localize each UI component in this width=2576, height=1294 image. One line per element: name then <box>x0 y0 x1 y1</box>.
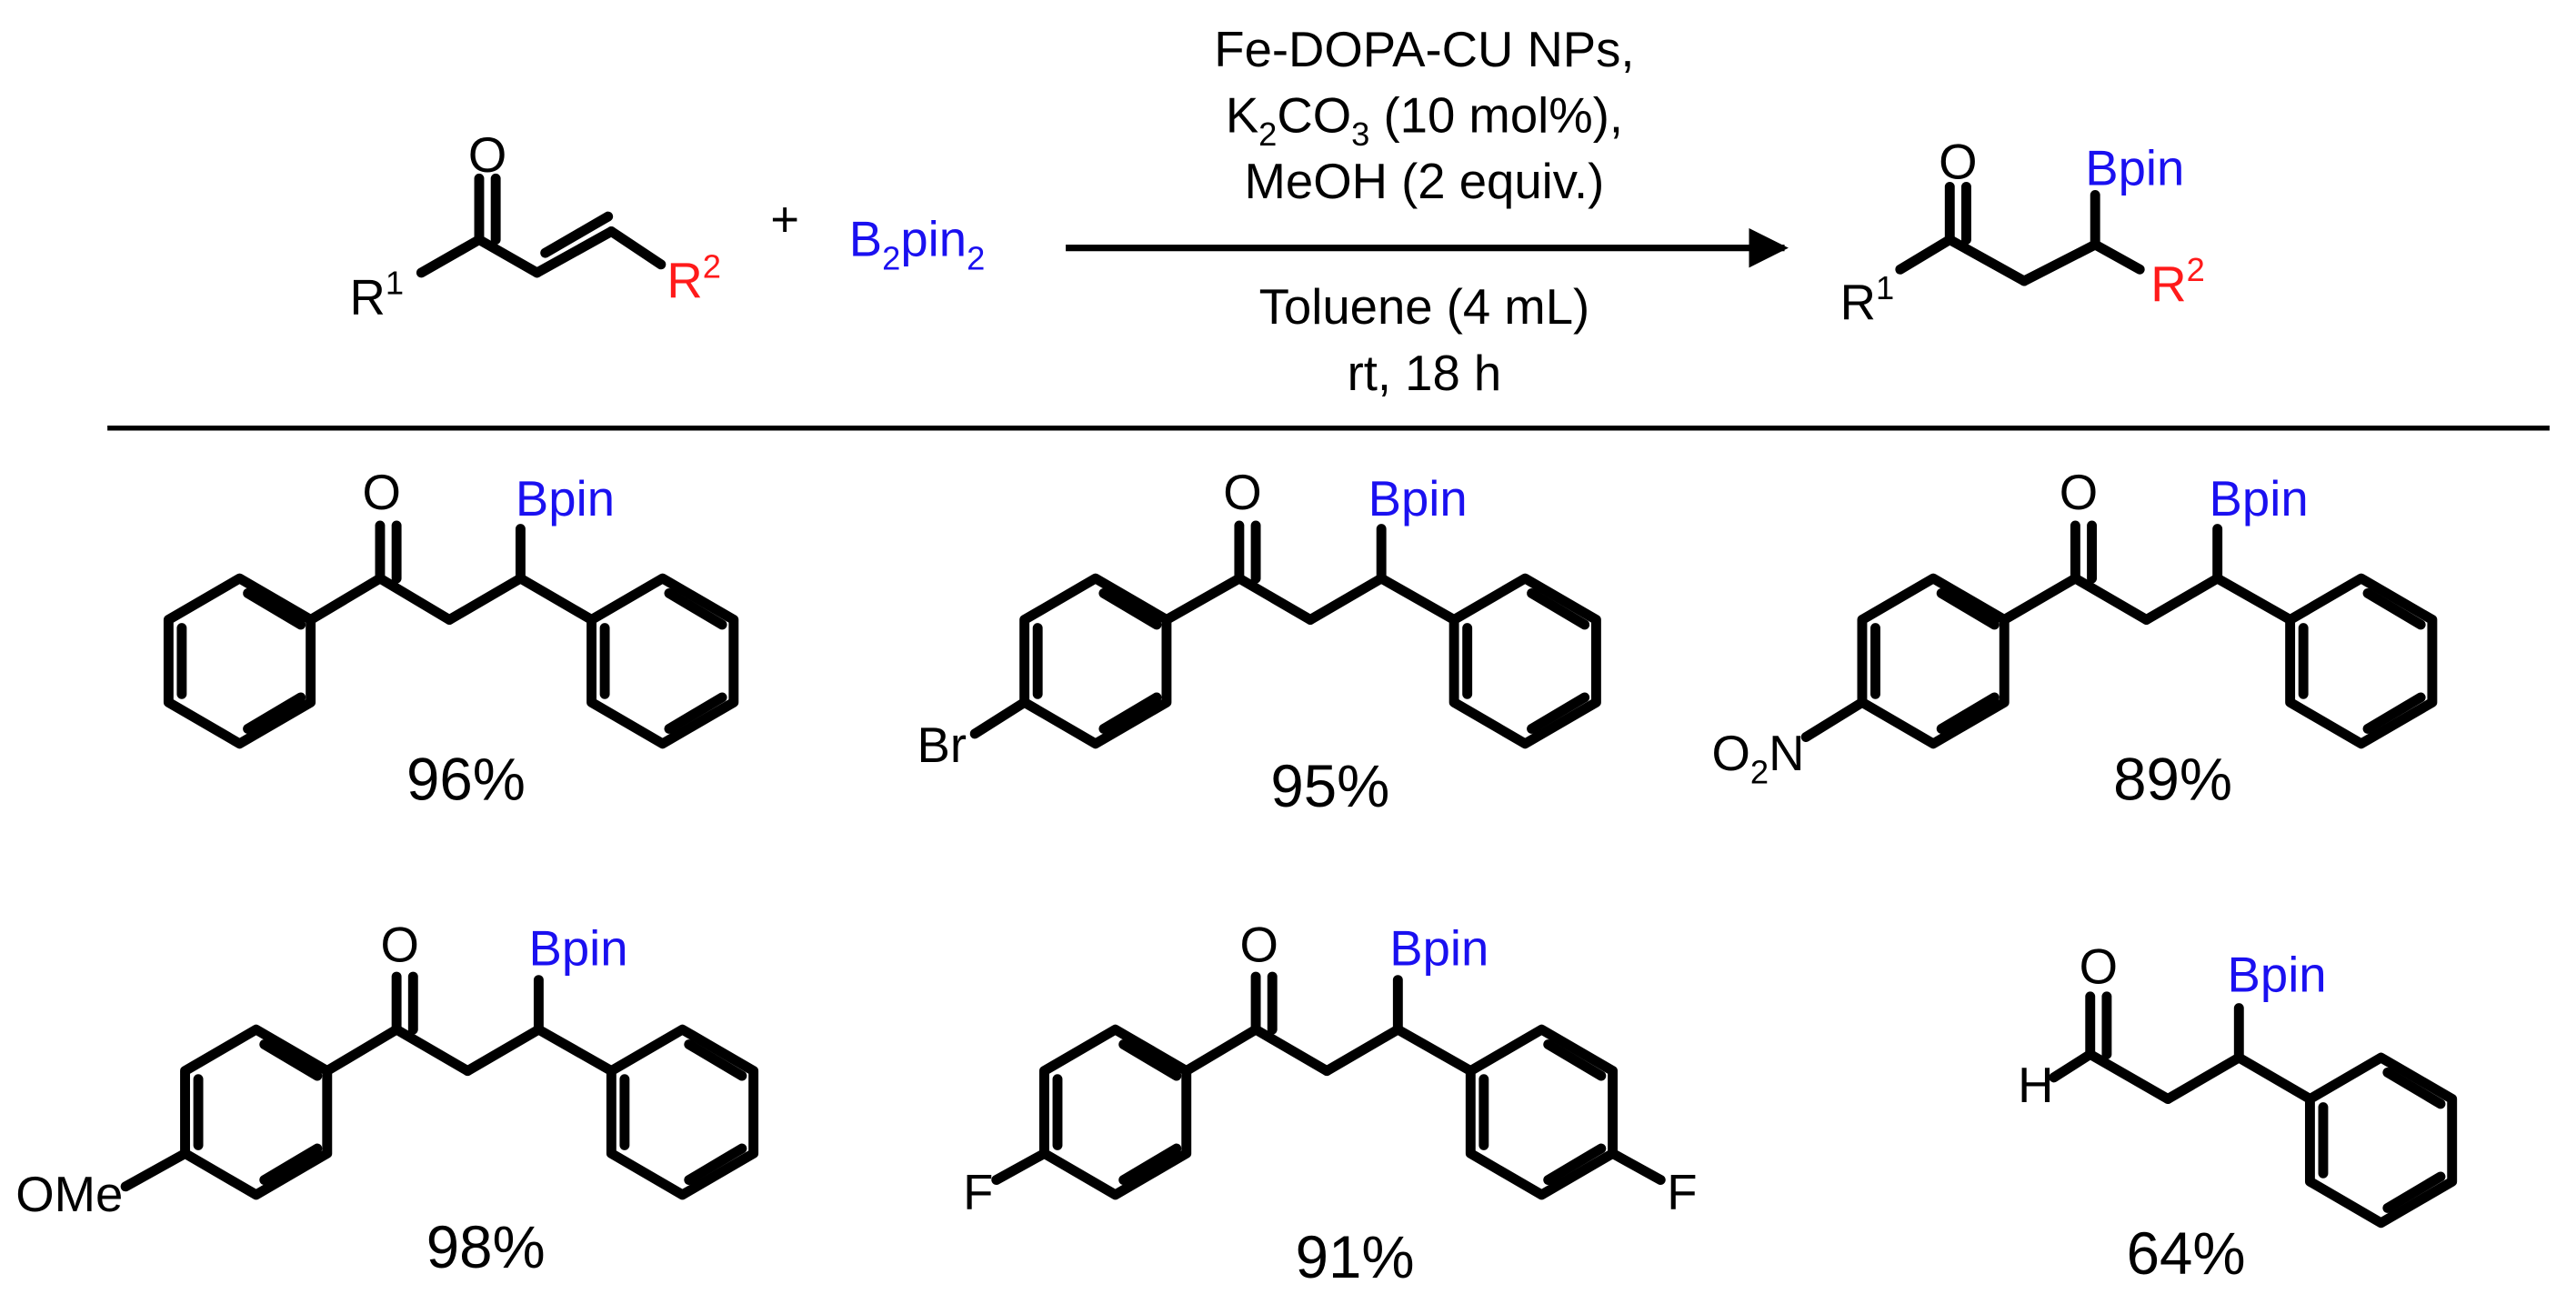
reactant-r1: R1 <box>350 265 405 326</box>
compound-6-yield: 64% <box>2127 1220 2246 1287</box>
compound-5-yield: 91% <box>1296 1224 1415 1290</box>
product-oxygen: O <box>1939 134 1977 189</box>
compound-4-bpin: Bpin <box>528 920 627 976</box>
compound-5-oxygen: O <box>1239 918 1278 973</box>
condition-base: K2CO3 (10 mol%), <box>1226 87 1623 153</box>
product-bpin: Bpin <box>2085 141 2184 196</box>
compound-4: O Bpin OMe 98% <box>15 918 759 1280</box>
compound-2-bromo: Br <box>917 717 967 773</box>
compound-4-methoxy: OMe <box>15 1167 123 1222</box>
compound-6-bpin: Bpin <box>2228 947 2327 1002</box>
product-r1: R1 <box>1840 269 1895 330</box>
general-product: O Bpin R1 R2 <box>1840 134 2205 329</box>
compound-3: O Bpin O2N 89% <box>1711 465 2438 813</box>
compound-2-oxygen: O <box>1223 465 1261 520</box>
compound-5-fluoro-right: F <box>1667 1165 1697 1220</box>
reactant-enone: O R1 R2 <box>350 127 721 325</box>
plus-sign: + <box>770 192 799 247</box>
compound-1: O Bpin 96% <box>163 465 739 813</box>
condition-catalyst: Fe-DOPA-CU NPs, <box>1214 22 1634 77</box>
compound-3-nitro: O2N <box>1711 726 1804 791</box>
compound-5: O Bpin F F 91% <box>963 918 1697 1290</box>
general-scheme: O R1 R2 + B2pin2 Fe-DOPA-CU NPs, K2CO3 (… <box>350 22 2205 401</box>
compound-2-yield: 95% <box>1270 753 1389 819</box>
condition-additive: MeOH (2 equiv.) <box>1245 154 1605 209</box>
compound-2-bpin: Bpin <box>1368 471 1468 527</box>
compound-4-yield: 98% <box>426 1214 546 1280</box>
compound-6: O Bpin H 64% <box>2018 938 2458 1287</box>
compound-1-yield: 96% <box>406 747 526 813</box>
compound-3-yield: 89% <box>2113 747 2232 813</box>
compound-6-hydrogen: H <box>2018 1058 2053 1113</box>
reagent-b2pin2: B2pin2 <box>849 212 986 277</box>
compound-3-bpin: Bpin <box>2210 471 2309 527</box>
reaction-conditions: Fe-DOPA-CU NPs, K2CO3 (10 mol%), MeOH (2… <box>1214 22 1634 401</box>
compound-6-oxygen: O <box>2080 938 2118 994</box>
compound-2: O Bpin Br 95% <box>917 465 1601 819</box>
compound-1-oxygen: O <box>363 465 401 520</box>
compound-1-bpin: Bpin <box>516 471 615 527</box>
condition-solvent: Toluene (4 mL) <box>1259 279 1590 335</box>
compound-5-fluoro-left: F <box>963 1165 993 1220</box>
reactant-r2: R2 <box>667 247 721 308</box>
compound-4-oxygen: O <box>381 918 419 973</box>
condition-temp-time: rt, 18 h <box>1348 346 1502 401</box>
product-r2: R2 <box>2150 251 2205 312</box>
compound-5-bpin: Bpin <box>1389 920 1488 976</box>
compound-3-oxygen: O <box>2060 465 2098 520</box>
reactant-oxygen: O <box>468 127 506 183</box>
